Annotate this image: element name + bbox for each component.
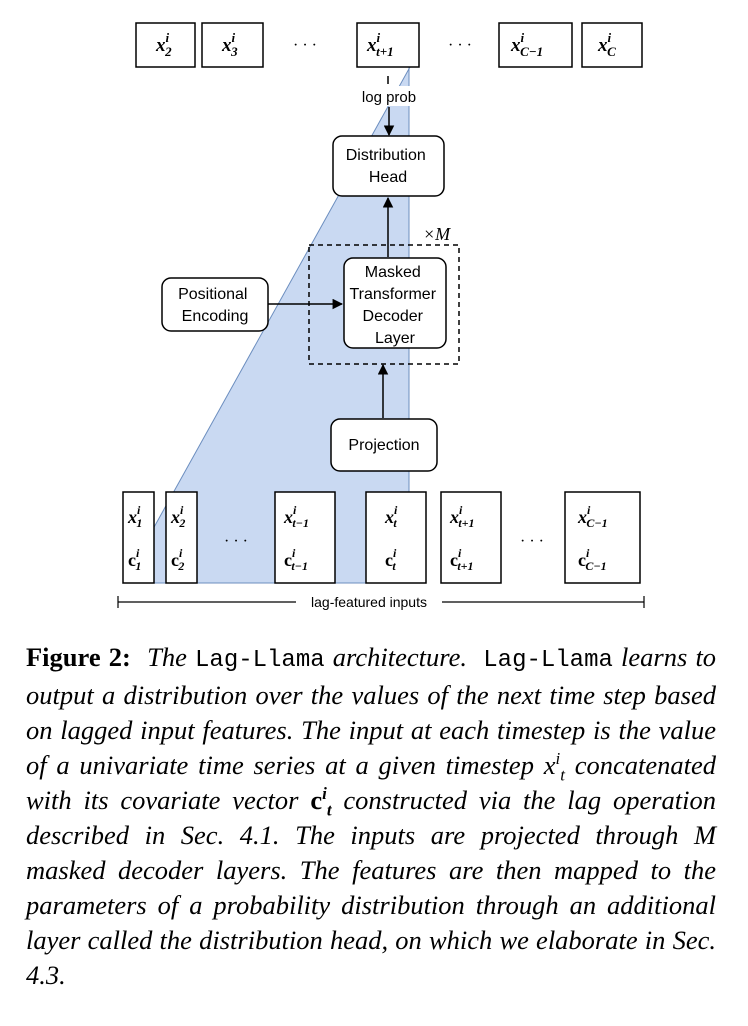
output-box-x2	[135, 22, 196, 68]
caption-var-c: cit	[310, 784, 332, 820]
output-box-xC-1	[498, 22, 573, 68]
input-box-t-1	[274, 491, 336, 584]
decoder-layer-label: Masked Transformer Decoder Layer	[350, 264, 441, 347]
log-prob-label-bg	[356, 86, 422, 106]
caption-var-m: M	[693, 820, 717, 850]
caption-label: Figure 2:	[26, 642, 131, 672]
distribution-head-label: Distribution Head	[346, 147, 430, 186]
caption-text-2: architecture.	[332, 642, 467, 672]
figure-caption: Figure 2: The Lag-Llama architecture. La…	[26, 640, 716, 993]
log-prob-label: log prob	[362, 89, 416, 106]
distribution-head-box	[332, 135, 445, 197]
lag-featured-label: lag-featured inputs	[311, 594, 427, 610]
projection-label: Projection	[348, 437, 419, 454]
caption-text-4: concatenated with its covariate vector	[26, 750, 717, 815]
input-box-2	[165, 491, 198, 584]
output-box-xt1	[356, 22, 420, 68]
caption-text-6: masked decoder layers. The features are …	[26, 855, 716, 990]
output-box-xC	[581, 22, 643, 68]
input-box-C-1	[564, 491, 641, 584]
caption-text-3: learns to output a distribution over the…	[26, 642, 717, 780]
caption-text-5: constructed via the lag operation descri…	[26, 785, 717, 850]
output-ellipsis-1: · · ·	[293, 37, 317, 54]
caption-text-1: The	[147, 642, 187, 672]
input-box-1	[122, 491, 155, 584]
input-box-t	[365, 491, 427, 584]
input-box-t1	[440, 491, 502, 584]
positional-encoding-label: Positional Encoding	[178, 286, 252, 325]
input-ellipsis-2: · · ·	[520, 533, 544, 550]
output-ellipsis-2: · · ·	[448, 37, 472, 54]
caption-model-name: Lag-Llama	[195, 647, 325, 674]
output-box-x3	[201, 22, 264, 68]
caption-model-name-2: Lag-Llama	[483, 647, 613, 674]
lag-bracket	[117, 596, 645, 608]
repeat-label: ×M	[423, 224, 451, 244]
input-ellipsis-1: · · ·	[224, 533, 248, 550]
decoder-layer-box	[343, 257, 447, 349]
caption-var-x: xit	[543, 749, 565, 785]
projection-box	[330, 418, 438, 472]
